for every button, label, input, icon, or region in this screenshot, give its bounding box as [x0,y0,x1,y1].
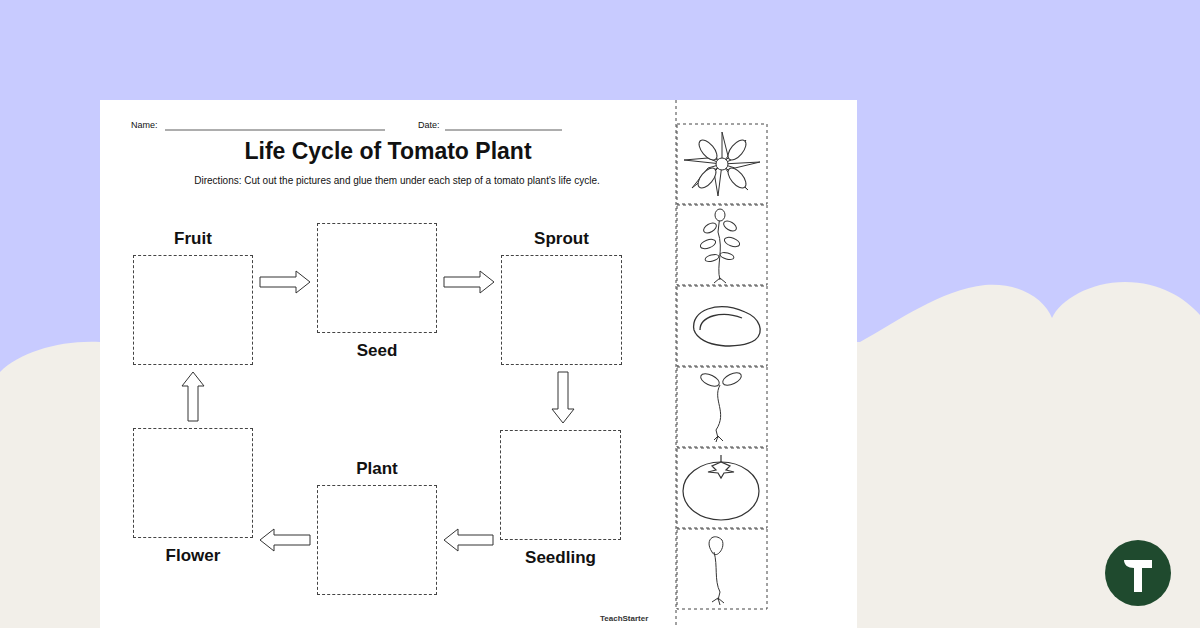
stage-label: Seed [357,341,398,361]
name-field-label: Name: [131,120,158,130]
stage-label: Sprout [534,229,589,249]
stage-label: Flower [166,546,221,566]
block-arrow [444,529,493,551]
sprout-picture [699,370,743,442]
seed-picture [694,307,761,346]
seedling-picture [709,537,724,605]
brand-logo [1105,540,1171,606]
cutout-boxes [677,124,767,609]
stage-box: Seedling [500,430,621,540]
stage-box: Flower [133,428,253,538]
block-arrow [552,372,574,423]
directions-text: Directions: Cut out the pictures and glu… [194,175,599,186]
tomato-picture [683,455,759,520]
stage-label: Seedling [525,548,596,568]
block-arrow [444,271,494,293]
worksheet-title: Life Cycle of Tomato Plant [244,138,531,165]
worksheet-sheet [100,100,857,628]
cut-line [676,100,677,628]
stage-box: Fruit [133,255,253,365]
date-field-label: Date: [418,120,440,130]
name-underline [165,130,385,131]
block-arrow [260,271,310,293]
plant-picture [699,209,741,283]
flower-picture [684,132,760,196]
stage-label: Fruit [174,229,212,249]
block-arrow [182,372,204,421]
date-underline [445,130,562,131]
stage-label: Plant [356,459,398,479]
block-arrow [260,529,310,551]
stage-box: Seed [317,223,437,333]
stage-box: Plant [317,485,437,595]
brand-watermark: TeachStarter [600,614,648,623]
stage-box: Sprout [501,255,622,365]
